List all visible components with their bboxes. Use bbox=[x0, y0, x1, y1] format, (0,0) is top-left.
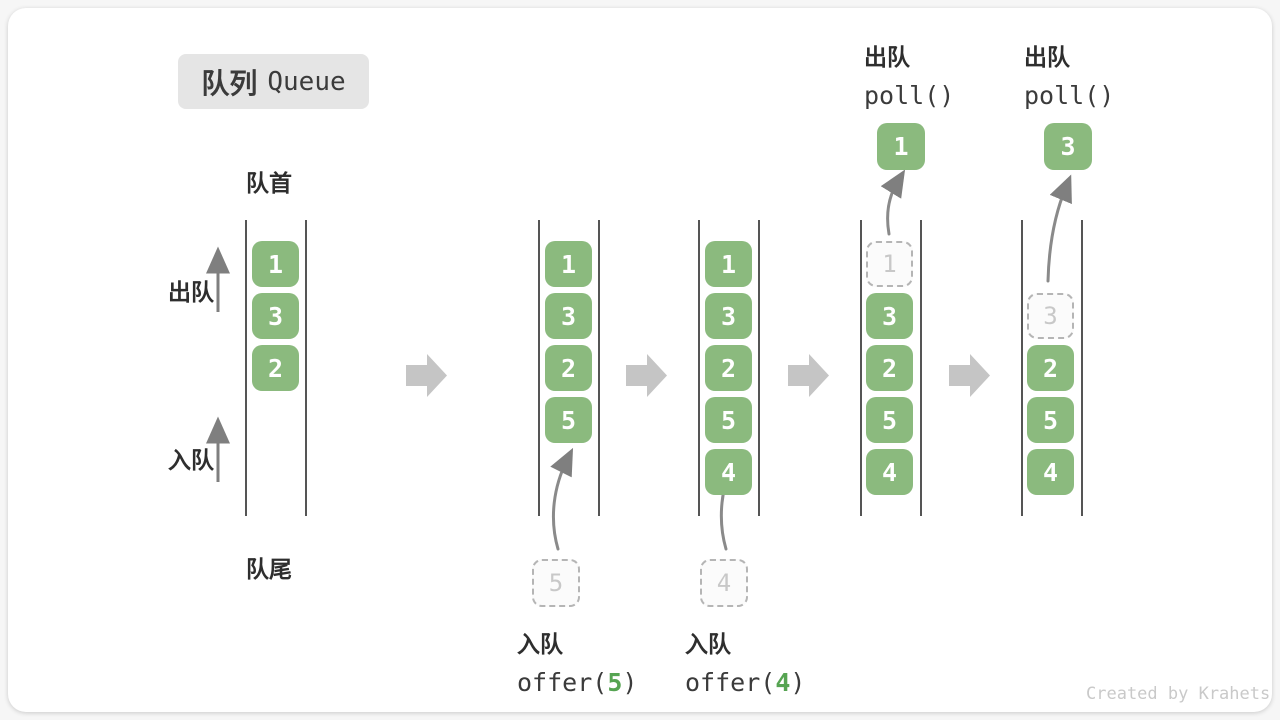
queue-wall bbox=[305, 220, 307, 516]
queue-item: 5 bbox=[1027, 397, 1074, 443]
code-prefix: offer( bbox=[685, 668, 776, 697]
diagram-card: 队列 Queue 队首 队尾 出队 入队 1 3 2 1 bbox=[8, 8, 1272, 712]
dequeue-op-zh: 出队 bbox=[864, 44, 910, 70]
queue-item-ghost: 3 bbox=[1027, 293, 1074, 339]
queue-item: 5 bbox=[545, 397, 592, 443]
queue-wall bbox=[538, 220, 540, 516]
enqueue-op-label: 入队 offer(5) bbox=[517, 625, 637, 697]
transition-arrow-icon bbox=[406, 354, 447, 397]
queue-item: 5 bbox=[705, 397, 752, 443]
transition-arrow-icon bbox=[788, 354, 829, 397]
queue-item: 1 bbox=[545, 241, 592, 287]
queue-item: 5 bbox=[866, 397, 913, 443]
dequeue-op-label: 出队 poll() bbox=[1024, 38, 1114, 110]
dequeue-op-code: poll() bbox=[864, 81, 955, 110]
queue-wall bbox=[860, 220, 862, 516]
dequeue-1-arrow-icon bbox=[880, 169, 906, 236]
queue-item: 4 bbox=[866, 449, 913, 495]
queue-wall bbox=[598, 220, 600, 516]
queue-wall bbox=[245, 220, 247, 516]
dequeue-op-label: 出队 poll() bbox=[864, 38, 954, 110]
enqueue-op-label: 入队 offer(4) bbox=[685, 625, 805, 697]
queue-item: 2 bbox=[545, 345, 592, 391]
queue-item: 2 bbox=[866, 345, 913, 391]
dequeue-op-zh: 出队 bbox=[1024, 44, 1070, 70]
code-arg: 4 bbox=[775, 668, 791, 697]
queue-item: 2 bbox=[705, 345, 752, 391]
dequeue-side-label: 出队 bbox=[168, 279, 214, 305]
enqueue-op-code: offer(5) bbox=[517, 668, 637, 697]
pending-item: 4 bbox=[700, 559, 748, 607]
queue-item-ghost: 1 bbox=[866, 241, 913, 287]
code-suffix: ) bbox=[622, 668, 638, 697]
dequeue-3-arrow-icon bbox=[1046, 174, 1072, 283]
enqueue-op-zh: 入队 bbox=[517, 631, 563, 657]
pending-item: 5 bbox=[532, 559, 580, 607]
dequeue-op-code: poll() bbox=[1024, 81, 1115, 110]
queue-item: 2 bbox=[252, 345, 299, 391]
code-arg: 5 bbox=[607, 668, 623, 697]
queue-item: 4 bbox=[1027, 449, 1074, 495]
enqueue-op-code: offer(4) bbox=[685, 668, 805, 697]
queue-wall bbox=[758, 220, 760, 516]
code-prefix: offer( bbox=[517, 668, 608, 697]
dequeued-item: 1 bbox=[877, 123, 925, 170]
title-badge: 队列 Queue bbox=[178, 54, 369, 109]
queue-item: 3 bbox=[252, 293, 299, 339]
enqueue-side-label: 入队 bbox=[168, 447, 214, 473]
queue-front-label: 队首 bbox=[246, 170, 292, 196]
watermark: Created by Krahets bbox=[1086, 684, 1271, 704]
queue-item: 1 bbox=[252, 241, 299, 287]
dequeued-item: 3 bbox=[1044, 123, 1092, 170]
enqueue-5-arrow-icon bbox=[550, 447, 574, 551]
queue-item: 4 bbox=[705, 449, 752, 495]
title-zh: 队列 bbox=[201, 67, 258, 99]
queue-wall bbox=[920, 220, 922, 516]
queue-item: 2 bbox=[1027, 345, 1074, 391]
transition-arrow-icon bbox=[626, 354, 667, 397]
queue-item: 3 bbox=[866, 293, 913, 339]
queue-item: 3 bbox=[545, 293, 592, 339]
queue-item: 1 bbox=[705, 241, 752, 287]
code-suffix: ) bbox=[790, 668, 806, 697]
queue-wall bbox=[1081, 220, 1083, 516]
enqueue-op-zh: 入队 bbox=[685, 631, 731, 657]
queue-wall bbox=[698, 220, 700, 516]
queue-rear-label: 队尾 bbox=[246, 556, 292, 582]
queue-wall bbox=[1021, 220, 1023, 516]
title-en: Queue bbox=[267, 66, 346, 97]
transition-arrow-icon bbox=[949, 354, 990, 397]
queue-item: 3 bbox=[705, 293, 752, 339]
